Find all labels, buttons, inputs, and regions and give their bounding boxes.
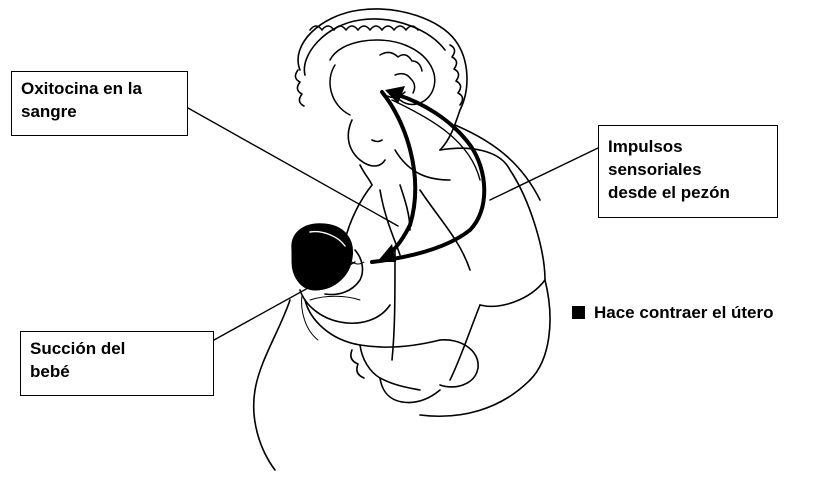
baby bbox=[292, 224, 390, 340]
impulses-label-line-1: Impulsos bbox=[608, 135, 768, 158]
suction-label-line-1: Succión del bbox=[30, 337, 204, 360]
mother-figure bbox=[254, 120, 550, 470]
suction-leader-line bbox=[214, 262, 355, 340]
suction-label-line-2: bebé bbox=[30, 360, 204, 383]
leader-lines bbox=[188, 108, 598, 340]
uterus-note: Hace contraer el útero bbox=[572, 303, 774, 323]
oxytocin-label-line-1: Oxitocina en la bbox=[21, 77, 178, 100]
oxytocin-label-line-2: sangre bbox=[21, 100, 178, 123]
suction-label-box: Succión del bebé bbox=[20, 331, 214, 396]
impulses-label-line-3: desde el pezón bbox=[608, 181, 768, 204]
oxytocin-leader-line bbox=[188, 108, 398, 226]
oxytocin-label-box: Oxitocina en la sangre bbox=[11, 71, 188, 136]
uterus-note-text: Hace contraer el útero bbox=[594, 303, 774, 322]
neural-pathways bbox=[372, 86, 484, 262]
mother-arm-hand bbox=[305, 300, 478, 403]
sensory-impulses-label-box: Impulsos sensoriales desde el pezón bbox=[598, 125, 778, 218]
mother-hair bbox=[295, 9, 467, 150]
sensory-pathway-arrow bbox=[372, 95, 484, 262]
impulses-label-line-2: sensoriales bbox=[608, 158, 768, 181]
black-square-icon bbox=[572, 306, 585, 319]
oxytocin-pathway-arrow bbox=[382, 92, 415, 258]
